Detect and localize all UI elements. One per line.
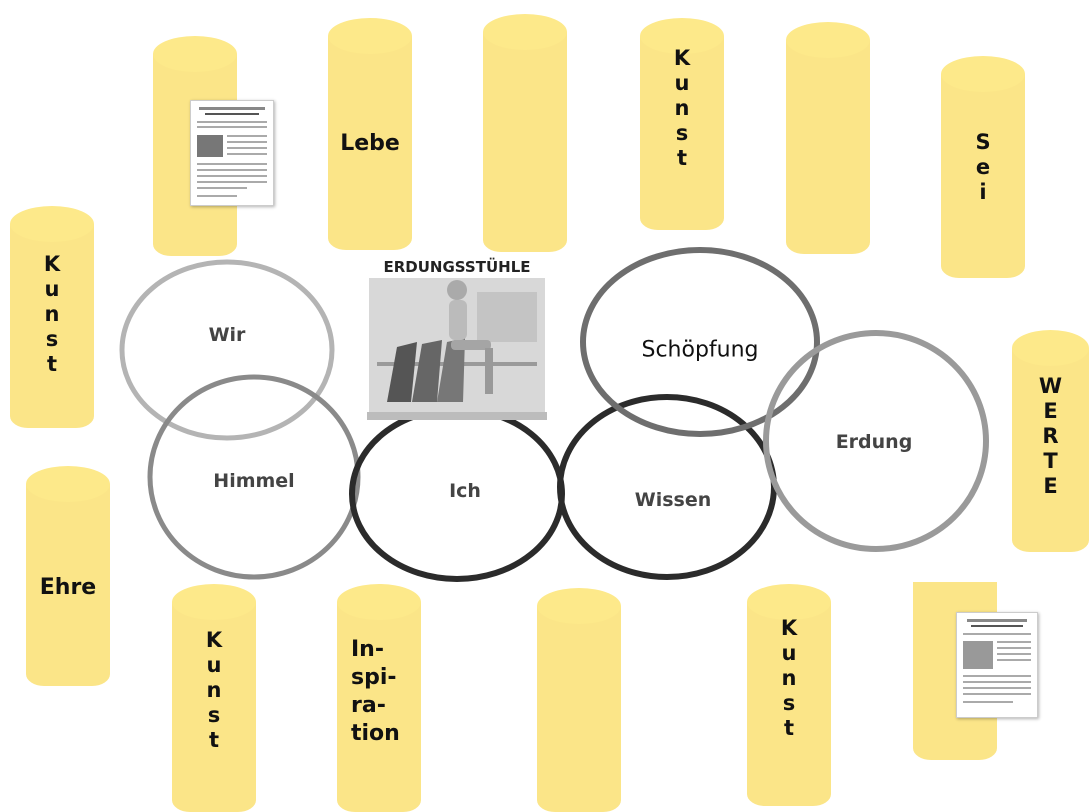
label-wir: Wir: [208, 324, 246, 346]
pillar-8-label: W E R T E: [1038, 374, 1063, 498]
pillar-13-label: K u n s t: [780, 616, 798, 740]
label-schoepfung: Schöpfung: [641, 337, 759, 363]
photo-title: ERDUNGSSTÜHLE: [383, 258, 531, 276]
pillar-2: Lebe: [328, 18, 412, 250]
document-icon: [197, 107, 267, 197]
chairs-image: [367, 252, 547, 420]
pillar-9: Ehre: [26, 466, 110, 686]
pillar-4: K u n s t: [640, 18, 724, 230]
pillar-2-label: Lebe: [340, 131, 400, 156]
circle-erdung: [763, 330, 989, 552]
pillar-12: [537, 588, 621, 812]
document-thumbnail-1: [190, 100, 274, 206]
label-ich: Ich: [449, 480, 481, 502]
circle-himmel: [147, 374, 361, 580]
circle-wir: [119, 259, 335, 441]
circle-wissen: [557, 394, 777, 580]
document-icon: [963, 619, 1031, 703]
pillar-11-label: In- spi- ra- tion: [351, 637, 400, 746]
label-erdung: Erdung: [835, 431, 913, 453]
pillar-11: In- spi- ra- tion: [337, 584, 421, 812]
label-wissen: Wissen: [634, 489, 712, 511]
pillar-4-label: K u n s t: [673, 46, 691, 170]
pillar-13: K u n s t: [747, 584, 831, 806]
label-himmel: Himmel: [213, 470, 295, 492]
pillar-9-label: Ehre: [39, 575, 97, 600]
pillar-5: [786, 22, 870, 254]
document-thumbnail-2: [956, 612, 1038, 718]
pillar-7: K u n s t: [10, 206, 94, 428]
pillar-8: W E R T E: [1012, 330, 1089, 552]
pillar-7-label: K u n s t: [43, 252, 61, 376]
pillar-10: K u n s t: [172, 584, 256, 812]
pillar-10-label: K u n s t: [205, 628, 223, 752]
chairs-photo: ERDUNGSSTÜHLE: [367, 252, 547, 420]
pillar-6: S e i: [941, 56, 1025, 278]
pillar-3: [483, 14, 567, 252]
circle-schoepfung: [580, 247, 820, 437]
pillar-6-label: S e i: [975, 130, 991, 204]
